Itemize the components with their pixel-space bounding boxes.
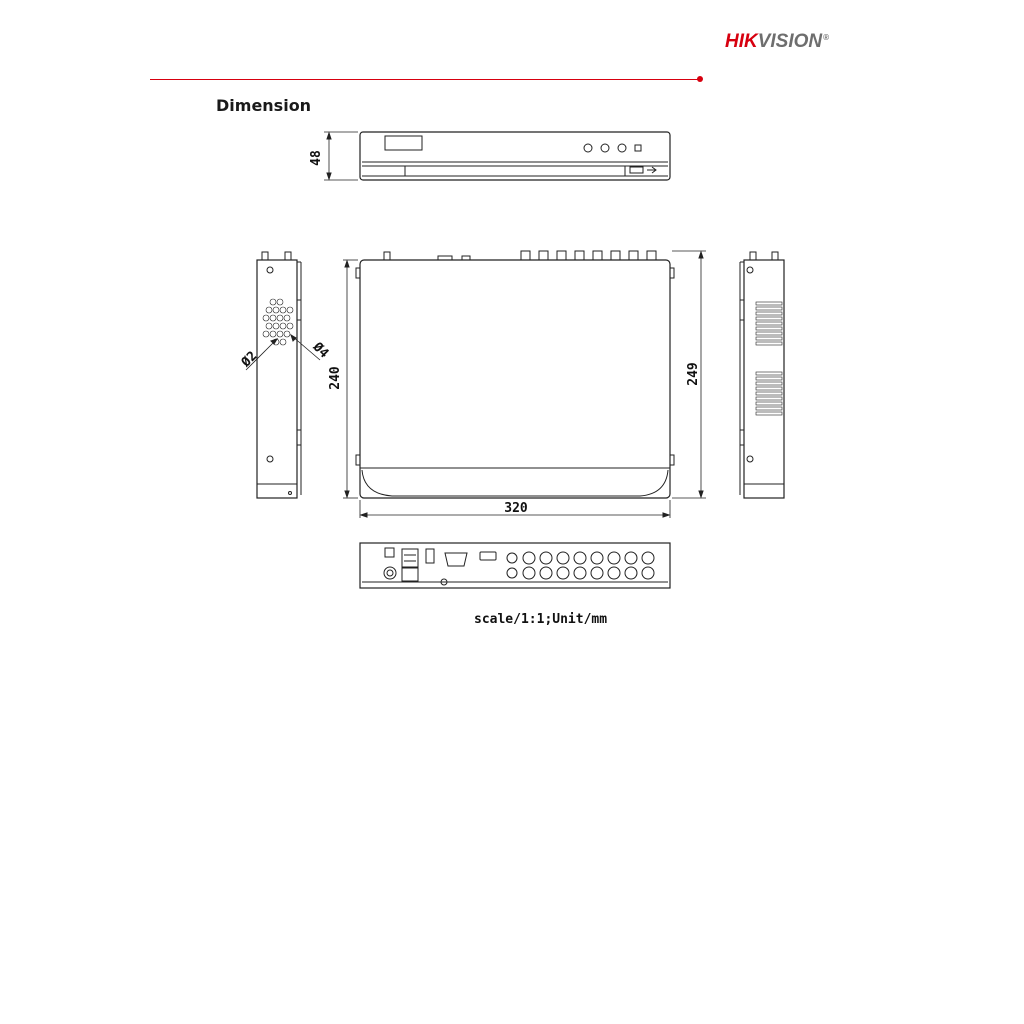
logo-vision-text: VISION [757,31,823,52]
hole-large-label: Ø4 [309,339,332,362]
front-usb-port [629,166,644,174]
section-title: Dimension [216,96,312,115]
rear-usb-stack [401,548,419,568]
scale-note: scale/1:1;Unit/mm [474,612,608,627]
right-side-view [739,251,785,499]
front-view [324,131,671,181]
rear-ethernet-port [401,567,419,582]
top-bnc-connectors [520,250,657,261]
rear-vga-port [444,552,468,567]
rear-power-switch [384,547,395,558]
hikvision-logo: HIKVISION® [725,31,829,53]
side-vent-grille [262,298,294,346]
usb-icon [647,166,657,174]
rear-audio-in [506,567,518,579]
header-rule-dot [697,76,703,82]
width-320-label: 320 [504,501,528,516]
front-button-3 [617,143,627,153]
logo-hik-text: HIK [725,31,758,52]
rear-audio-out [506,552,518,564]
depth-240-label: 240 [328,366,343,390]
header-rule [150,79,698,80]
left-side-view [245,251,321,499]
front-button-1 [583,143,593,153]
rear-dip-switch [425,548,435,564]
rear-hdmi-port [479,551,497,561]
front-indicator [634,144,642,152]
rear-view [359,542,671,589]
front-button-2 [600,143,610,153]
front-height-label: 48 [309,150,324,166]
side-screw-top [266,266,274,274]
right-vent-slots-lower [755,371,783,416]
registered-mark: ® [823,32,830,42]
right-vent-slots-upper [755,301,783,346]
rear-power-jack [383,566,397,580]
side-screw-bottom [266,455,274,463]
rear-bnc-inputs [522,551,655,580]
top-view [343,250,706,518]
depth-249-label: 249 [686,362,701,385]
